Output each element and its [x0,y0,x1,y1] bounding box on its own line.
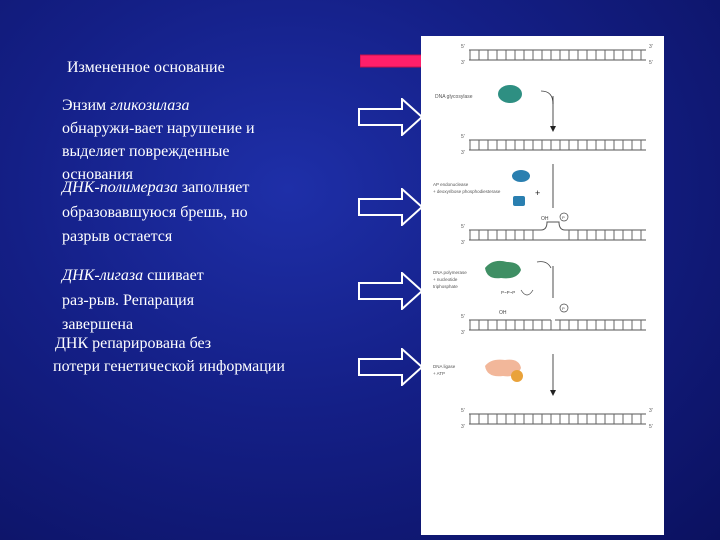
label-5prime-3: 5' [461,224,465,230]
step3-line1: ДНК-лигаза сшивает [62,265,204,286]
label-5prime: 5' [461,44,465,50]
polymerase-caption-2: + nucleotide [433,277,458,282]
label-3prime-b: 3' [461,60,465,66]
step4-line1: ДНК репарирована без [55,333,211,354]
polymerase-term: ДНК-полимераза [62,179,178,196]
oh-label: OH [541,216,549,222]
dna-duplex-5: 5' 3' 3' 5' [461,408,653,430]
outline-arrow-2 [358,188,424,226]
step2-text: заполняет [178,179,250,196]
step4-line2: потери генетической информации [53,356,285,377]
label-3prime-4: 3' [461,330,465,336]
polymerase-caption-3: triphosphate [433,284,458,289]
dna-duplex-3: 5' 3' [461,222,646,246]
step1-text: Энзим [62,97,110,114]
label-3prime: 3' [649,44,653,50]
step2-line2: образовавшуюся брешь, но [62,202,248,223]
label-3prime-5b: 3' [649,408,653,414]
label-5prime-b: 5' [649,60,653,66]
outline-arrow-4 [358,348,424,386]
glycosylase-enzyme-shape [498,85,522,103]
label-3prime-3: 3' [461,240,465,246]
atp-shape [511,370,523,382]
step1-line1: Энзим гликозилаза [62,95,189,116]
endonuclease-shape-1 [512,170,530,182]
step3-line3: завершена [62,314,133,335]
step1-line2: обнаружи-вает нарушение и [62,118,255,139]
label-3prime-5: 3' [461,424,465,430]
label-3prime-2: 3' [461,150,465,156]
endonuclease-caption-2: + deoxyribose phosphodiesterase [433,189,501,194]
plus-sign-1: + [535,188,540,198]
dna-repair-figure: 5' 5' 3' 3' DNA glycosylase 5' 3' AP end… [421,36,664,535]
glycosylase-caption: DNA glycosylase [435,94,473,100]
outline-arrow-1 [358,98,424,136]
step1-line3: выделяет поврежденные [62,141,229,162]
step2-line1: ДНК-полимераза заполняет [62,177,249,198]
nucleotide-bond [521,290,533,295]
modified-base-label: Измененное основание [67,57,225,78]
phosphate-label-2: P [562,306,565,311]
label-5prime-5: 5' [461,408,465,414]
step2-line3: разрыв остается [62,226,172,247]
curved-arrow-1 [541,91,553,104]
dna-duplex-4: 5' 3' [461,314,646,336]
ligase-term: ДНК-лигаза [62,267,143,284]
polymerase-caption-1: DNA polymerase [433,270,467,275]
glycosylase-term: гликозилаза [110,97,189,114]
dna-duplex-1: 5' 5' 3' 3' [461,44,653,66]
label-5prime-5b: 5' [649,424,653,430]
label-5prime-2: 5' [461,134,465,140]
outline-arrow-3 [358,272,424,310]
triphosphate-glyph: P~P~P [501,290,515,295]
step3-text: сшивает [143,267,204,284]
ligase-caption-1: DNA ligase [433,364,456,369]
polymerase-shape [485,261,521,278]
step3-line2: раз-рыв. Репарация [62,290,194,311]
label-5prime-4: 5' [461,314,465,320]
endonuclease-caption-1: AP endonuclease [433,182,469,187]
curved-arrow-3 [537,262,551,268]
phosphate-label-1: P [562,215,565,220]
endonuclease-shape-2 [513,196,525,206]
dna-duplex-2: 5' 3' [461,134,646,156]
ligase-caption-2: + ATP [433,371,445,376]
oh-label-2: OH [499,310,507,316]
